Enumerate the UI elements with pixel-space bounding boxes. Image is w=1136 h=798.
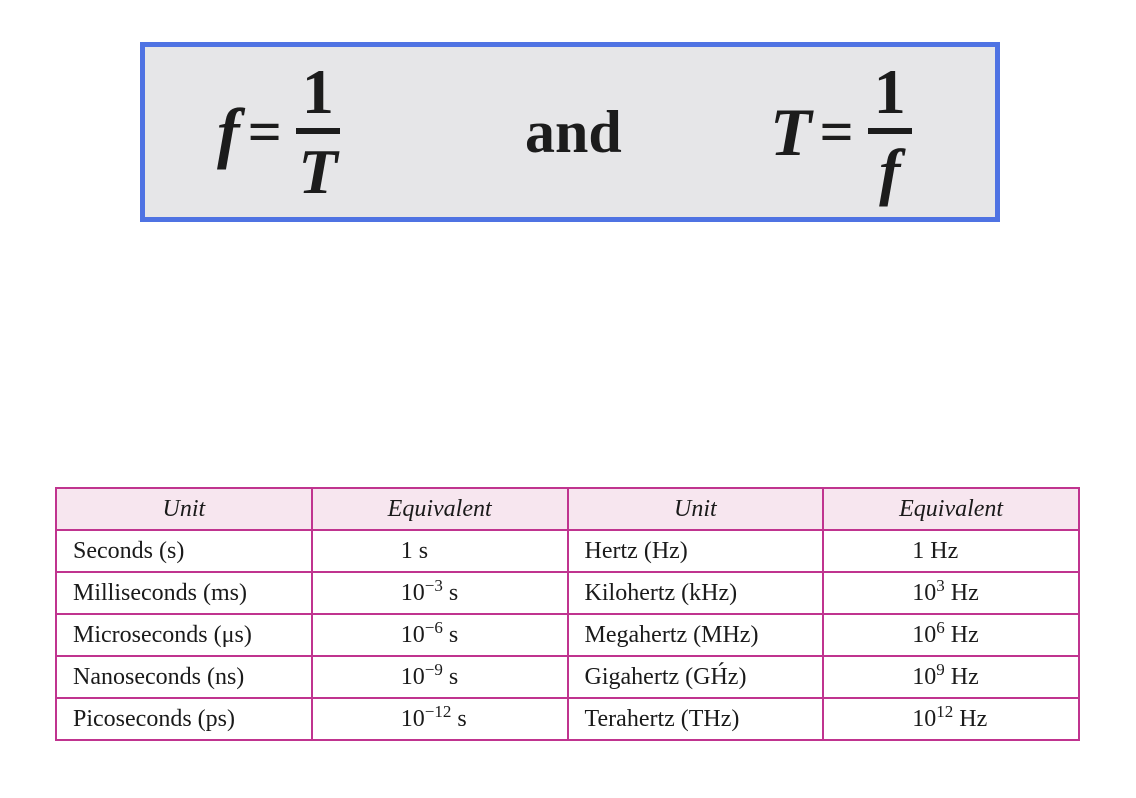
time-equivalent-cell: 10−3 s <box>310 571 569 615</box>
time-equivalent-cell: 1 s <box>310 529 569 573</box>
time-unit-cell: Microseconds (μs) <box>55 613 313 657</box>
period-formula: T = 1 f <box>770 47 912 217</box>
formula-lhs-t: T <box>770 94 812 170</box>
equiv-base: 10 <box>400 621 425 648</box>
frequency-equivalent-cell: 103 Hz <box>822 571 1080 615</box>
time-equivalent-cell: 10−6 s <box>310 613 569 657</box>
table-row: Nanoseconds (ns) 10−9 s Gigahertz (GH́z)… <box>55 655 1080 699</box>
table-row: Picoseconds (ps) 10−12 s Terahertz (THz)… <box>55 697 1080 741</box>
equiv-unit: Hz <box>953 705 988 732</box>
table-header-row: Unit Equivalent Unit Equivalent <box>55 487 1080 531</box>
frequency-equivalent-cell: 106 Hz <box>822 613 1080 657</box>
equiv-exponent: 9 <box>936 659 945 679</box>
equiv-base: 10 <box>912 663 937 690</box>
frequency-unit-cell: Megahertz (MHz) <box>566 613 825 657</box>
frequency-unit-cell: Hertz (Hz) <box>566 529 825 573</box>
fraction-numerator: 1 <box>873 56 906 127</box>
time-equivalent-cell: 10−9 s <box>310 655 569 699</box>
formula-lhs-f: f <box>217 94 240 170</box>
fraction-denominator: T <box>298 136 338 207</box>
equals-sign: = <box>819 99 854 165</box>
time-unit-cell: Milliseconds (ms) <box>55 571 313 615</box>
table-row: Seconds (s) 1 s Hertz (Hz) 1 Hz <box>55 529 1080 573</box>
equiv-base: 10 <box>912 705 937 732</box>
fraction-bar <box>867 128 912 134</box>
formula-connector: and <box>525 98 622 165</box>
equiv-unit: s <box>451 705 467 732</box>
header-time-unit: Unit <box>55 487 313 531</box>
frequency-unit-cell: Terahertz (THz) <box>566 697 825 741</box>
frequency-unit-cell: Kilohertz (kHz) <box>566 571 825 615</box>
equiv-unit: Hz <box>944 621 979 648</box>
fraction-numerator: 1 <box>301 56 334 127</box>
equiv-base: 10 <box>912 579 937 606</box>
equiv-exponent: −3 <box>424 575 443 595</box>
equiv-exponent: −6 <box>424 617 443 637</box>
equiv-unit: Hz <box>944 579 979 606</box>
fraction-denominator: f <box>879 136 901 207</box>
equals-sign: = <box>247 99 282 165</box>
equiv-exponent: 6 <box>936 617 945 637</box>
table-row: Microseconds (μs) 10−6 s Megahertz (MHz)… <box>55 613 1080 657</box>
equiv-unit: s <box>442 579 459 606</box>
fraction-one-over-f: 1 f <box>867 56 912 207</box>
equiv-exponent: 3 <box>936 575 945 595</box>
time-unit-cell: Picoseconds (ps) <box>55 697 313 741</box>
frequency-equivalent-cell: 1 Hz <box>822 529 1080 573</box>
equiv-unit: s <box>442 663 459 690</box>
equiv-base: 10 <box>400 705 425 732</box>
frequency-unit-cell: Gigahertz (GH́z) <box>566 655 825 699</box>
frequency-formula: f = 1 T <box>217 47 340 217</box>
equiv-base: 10 <box>400 663 425 690</box>
formula-box: f = 1 T and T = 1 f <box>140 42 1000 222</box>
time-equivalent-cell: 10−12 s <box>310 697 569 741</box>
units-table: Unit Equivalent Unit Equivalent Seconds … <box>55 487 1080 741</box>
time-unit-cell: Seconds (s) <box>55 529 313 573</box>
equiv-base: 1 Hz <box>912 537 959 564</box>
frequency-equivalent-cell: 109 Hz <box>822 655 1080 699</box>
equiv-base: 1 s <box>400 537 429 564</box>
equiv-exponent: −9 <box>424 659 443 679</box>
equiv-unit: s <box>442 621 459 648</box>
equiv-exponent: −12 <box>424 701 452 721</box>
equiv-exponent: 12 <box>936 701 954 721</box>
header-time-equivalent: Equivalent <box>310 487 569 531</box>
fraction-bar <box>295 128 340 134</box>
equiv-unit: Hz <box>944 663 979 690</box>
table-row: Milliseconds (ms) 10−3 s Kilohertz (kHz)… <box>55 571 1080 615</box>
time-unit-cell: Nanoseconds (ns) <box>55 655 313 699</box>
header-frequency-unit: Unit <box>566 487 825 531</box>
header-frequency-equivalent: Equivalent <box>822 487 1080 531</box>
frequency-equivalent-cell: 1012 Hz <box>822 697 1080 741</box>
fraction-one-over-t: 1 T <box>295 56 340 207</box>
equiv-base: 10 <box>400 579 425 606</box>
equiv-base: 10 <box>912 621 937 648</box>
